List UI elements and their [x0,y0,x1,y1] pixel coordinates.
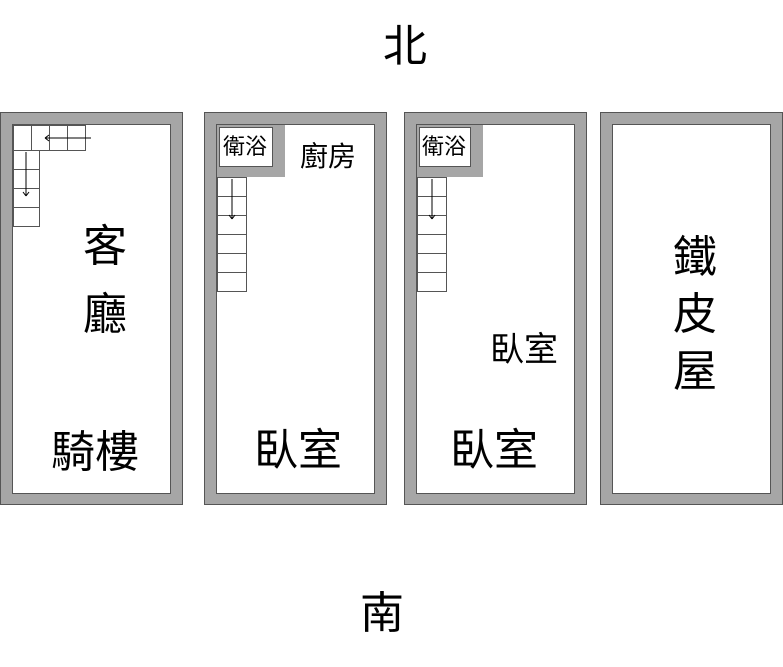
bathroom: 衛浴 [219,127,273,167]
unit-2-room: 衛浴 廚房 臥室 [216,124,375,494]
label-kitchen: 廚房 [300,140,357,173]
unit-1-room: 客 廳 騎樓 [12,124,171,494]
label-bathroom: 衛浴 [422,135,467,160]
unit-1: 客 廳 騎樓 [0,112,183,505]
stair-arrow-down-icon [22,152,30,197]
label-char-2: 皮 [673,289,717,341]
stair-arrow-down-icon [228,179,236,220]
bathroom: 衛浴 [419,127,471,167]
unit-2: 衛浴 廚房 臥室 [204,112,387,505]
label-char-3: 屋 [673,346,717,398]
label-bedroom: 臥室 [450,425,538,476]
unit-3: 衛浴 臥室 臥室 [404,112,587,505]
compass-north: 北 [383,21,427,72]
label-bathroom: 衛浴 [223,135,268,160]
label-bedroom: 臥室 [254,425,342,476]
stair-arrow-left-icon [44,134,91,142]
label-living-room-1: 客 [83,221,127,272]
label-bedroom-small: 臥室 [490,330,558,370]
label-char-1: 鐵 [673,232,717,283]
compass-south: 南 [360,588,404,639]
label-arcade: 騎樓 [51,427,139,478]
unit-3-room: 衛浴 臥室 臥室 [416,124,575,494]
unit-4: 鐵 皮 屋 [600,112,783,505]
label-iron-house: 鐵 皮 屋 [670,229,720,401]
stair-arrow-down-icon [428,179,436,220]
unit-4-room: 鐵 皮 屋 [612,124,771,494]
label-living-room-2: 廳 [83,289,127,340]
